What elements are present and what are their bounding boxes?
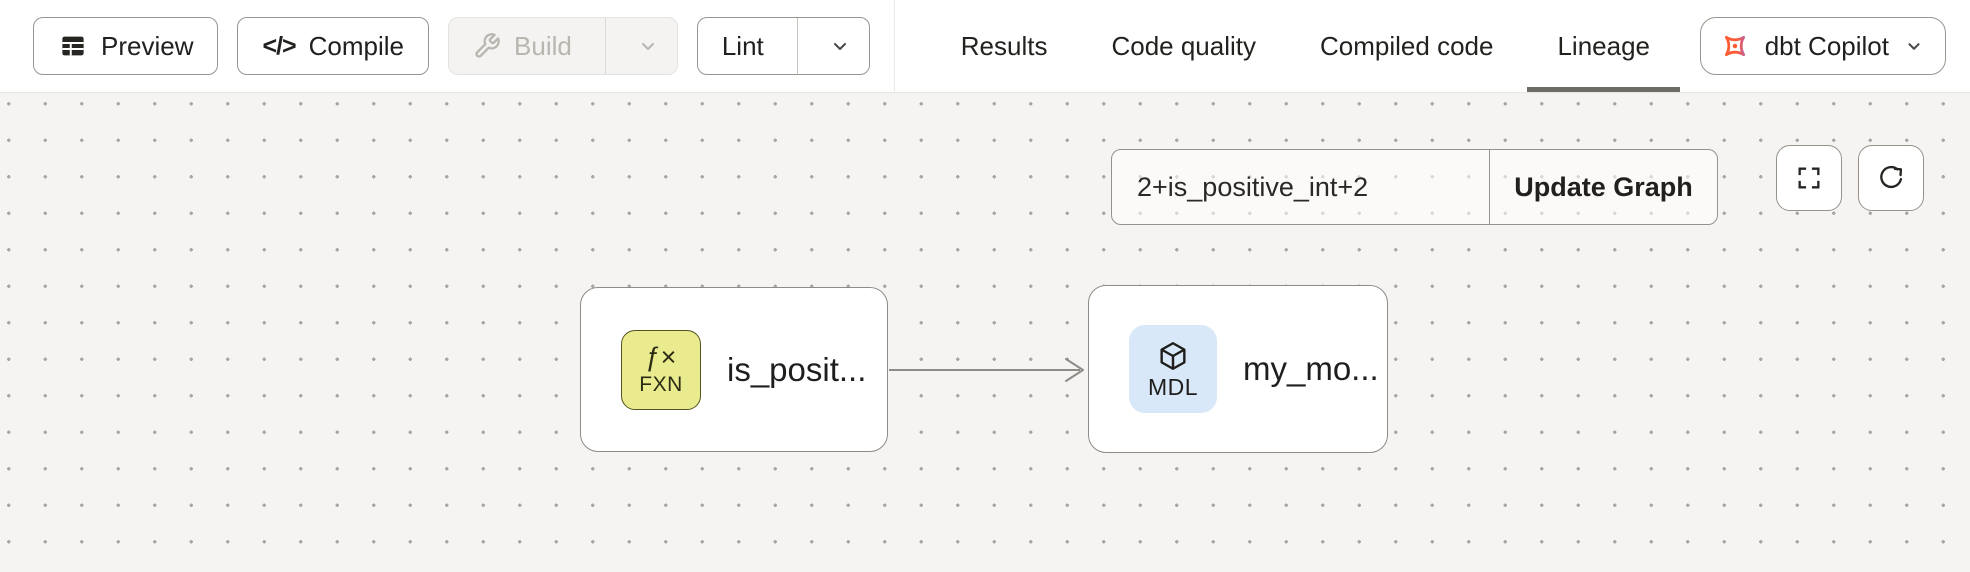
build-button-main: Build [449,18,592,74]
refresh-button[interactable] [1858,145,1924,211]
model-badge-label: MDL [1147,373,1199,400]
toolbar-tabs-divider [893,0,895,93]
lint-split-divider [796,18,798,74]
preview-button-label: Preview [101,30,194,61]
preview-button[interactable]: Preview [33,17,219,75]
lineage-node-model[interactable]: MDL my_mo... [1088,285,1388,453]
model-badge: MDL [1129,325,1217,413]
build-dropdown-toggle [619,18,677,74]
fullscreen-button[interactable] [1776,145,1842,211]
update-graph-button[interactable]: Update Graph [1490,150,1717,224]
tab-code-quality-label: Code quality [1111,30,1257,61]
lineage-node-function[interactable]: ƒ× FXN is_posit... [580,287,888,452]
wrench-icon [475,33,500,58]
lint-button-main[interactable]: Lint [698,18,784,74]
cube-icon [1160,341,1186,370]
tab-results-label: Results [960,30,1048,61]
lint-button-label: Lint [721,30,764,61]
function-badge: ƒ× FXN [621,329,701,410]
tab-lineage[interactable]: Lineage [1527,0,1680,92]
circular-arrow-icon [1880,165,1903,189]
lineage-selector-input[interactable]: 2+is_positive_int+2 [1112,150,1489,224]
lineage-selector-value: 2+is_positive_int+2 [1137,171,1369,202]
lint-dropdown-toggle[interactable] [811,18,869,74]
lineage-canvas[interactable]: 2+is_positive_int+2 Update Graph ƒ× FXN … [0,93,1970,572]
function-badge-label: FXN [639,372,683,396]
compile-button[interactable]: </> Compile [237,17,430,75]
lineage-selector: 2+is_positive_int+2 Update Graph [1111,149,1718,225]
build-button: Build [448,17,678,75]
selector-divider [1489,150,1490,224]
editor-toolbar: Preview </> Compile Build Lint [0,0,1970,93]
tab-lineage-label: Lineage [1557,30,1650,61]
function-node-label: is_posit... [727,350,867,388]
tab-code-quality[interactable]: Code quality [1111,0,1256,92]
compile-button-label: Compile [308,30,405,61]
dbt-star-icon [1724,35,1745,57]
lint-button[interactable]: Lint [696,17,870,75]
result-panel-tabs: Results Code quality Compiled code Linea… [961,0,1680,92]
model-node-label: my_mo... [1243,350,1379,387]
lineage-edge [889,358,1084,382]
dbt-copilot-button[interactable]: dbt Copilot [1699,17,1946,75]
build-split-divider [604,18,606,74]
function-fx-icon: ƒ× [645,342,677,373]
table-grid-icon [62,36,84,56]
chevron-down-icon [833,43,846,50]
tab-compiled-code-label: Compiled code [1320,30,1494,61]
tab-compiled-code[interactable]: Compiled code [1320,0,1493,92]
dbt-copilot-label: dbt Copilot [1764,30,1889,61]
code-brackets-icon: </> [262,31,296,60]
chevron-down-icon [1908,43,1920,50]
tab-results[interactable]: Results [961,0,1048,92]
build-button-label: Build [514,30,572,61]
chevron-down-icon [641,43,654,50]
fullscreen-corners-icon [1798,167,1820,189]
